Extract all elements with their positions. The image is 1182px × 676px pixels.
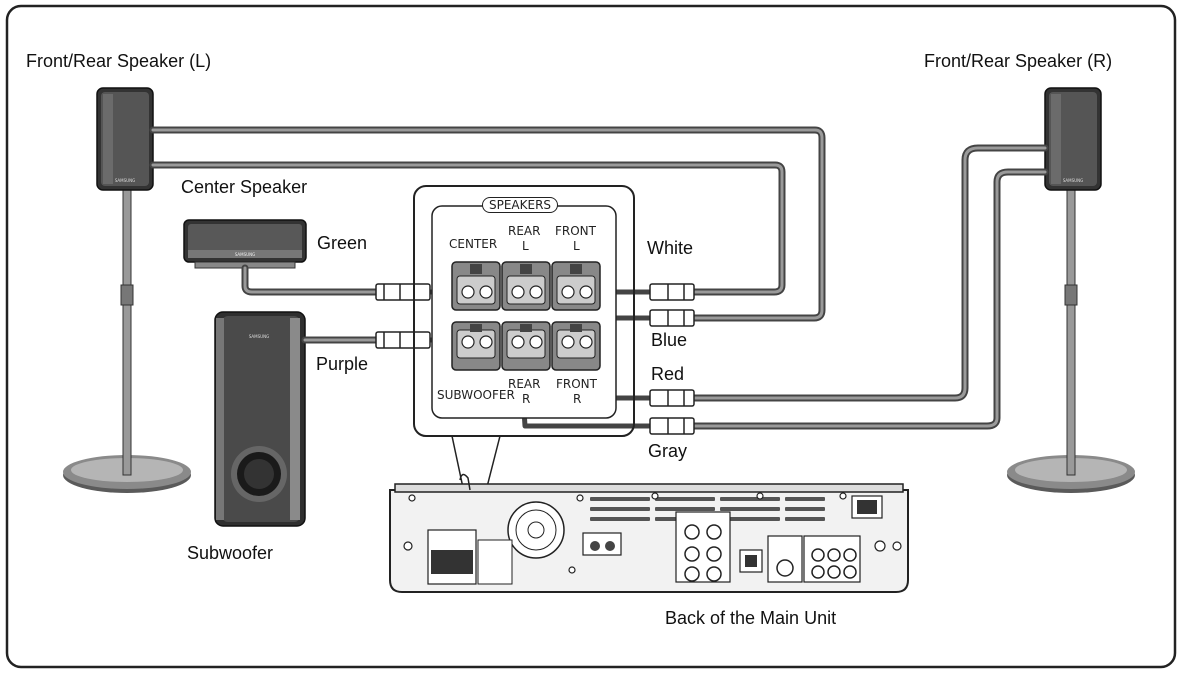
label-subwoofer: Subwoofer: [187, 543, 274, 563]
terminal-label-subwoofer: SUBWOOFER: [437, 388, 515, 402]
terminal-label-front-r-2: R: [573, 392, 582, 406]
svg-text:SAMSUNG: SAMSUNG: [249, 334, 269, 339]
svg-text:SAMSUNG: SAMSUNG: [235, 252, 255, 257]
left-speaker: SAMSUNG: [63, 87, 191, 493]
label-front-rear-right: Front/Rear Speaker (R): [924, 51, 1113, 71]
label-front-rear-left: Front/Rear Speaker (L): [26, 51, 212, 71]
wire-plugs: [375, 283, 695, 435]
center-speaker: SAMSUNG: [183, 219, 307, 269]
terminal-label-rear-l-2: L: [522, 239, 529, 253]
right-speaker: SAMSUNG: [1007, 87, 1135, 493]
wire-label-gray: Gray: [648, 441, 688, 461]
svg-text:SAMSUNG: SAMSUNG: [115, 178, 135, 183]
main-unit-back: [389, 473, 909, 593]
label-center-speaker: Center Speaker: [181, 177, 308, 197]
wire-label-blue: Blue: [651, 330, 688, 350]
terminal-label-rear-r-1: REAR: [508, 377, 541, 391]
wire-label-white: White: [647, 238, 694, 258]
terminal-label-front-l-1: FRONT: [555, 224, 596, 238]
wire-label-purple: Purple: [316, 354, 369, 374]
terminal-label-rear-r-2: R: [522, 392, 531, 406]
terminal-label-front-l-2: L: [573, 239, 580, 253]
terminal-label-rear-l-1: REAR: [508, 224, 541, 238]
terminal-label-front-r-1: FRONT: [556, 377, 597, 391]
panel-title: SPEAKERS: [482, 197, 559, 213]
svg-text:SAMSUNG: SAMSUNG: [1063, 178, 1083, 183]
subwoofer: SAMSUNG: [214, 311, 306, 527]
label-back-of-unit: Back of the Main Unit: [665, 608, 837, 628]
wire-label-green: Green: [317, 233, 368, 253]
terminal-label-center: CENTER: [449, 237, 498, 251]
wire-label-red: Red: [651, 364, 685, 384]
speaker-terminal-panel: [413, 185, 635, 531]
